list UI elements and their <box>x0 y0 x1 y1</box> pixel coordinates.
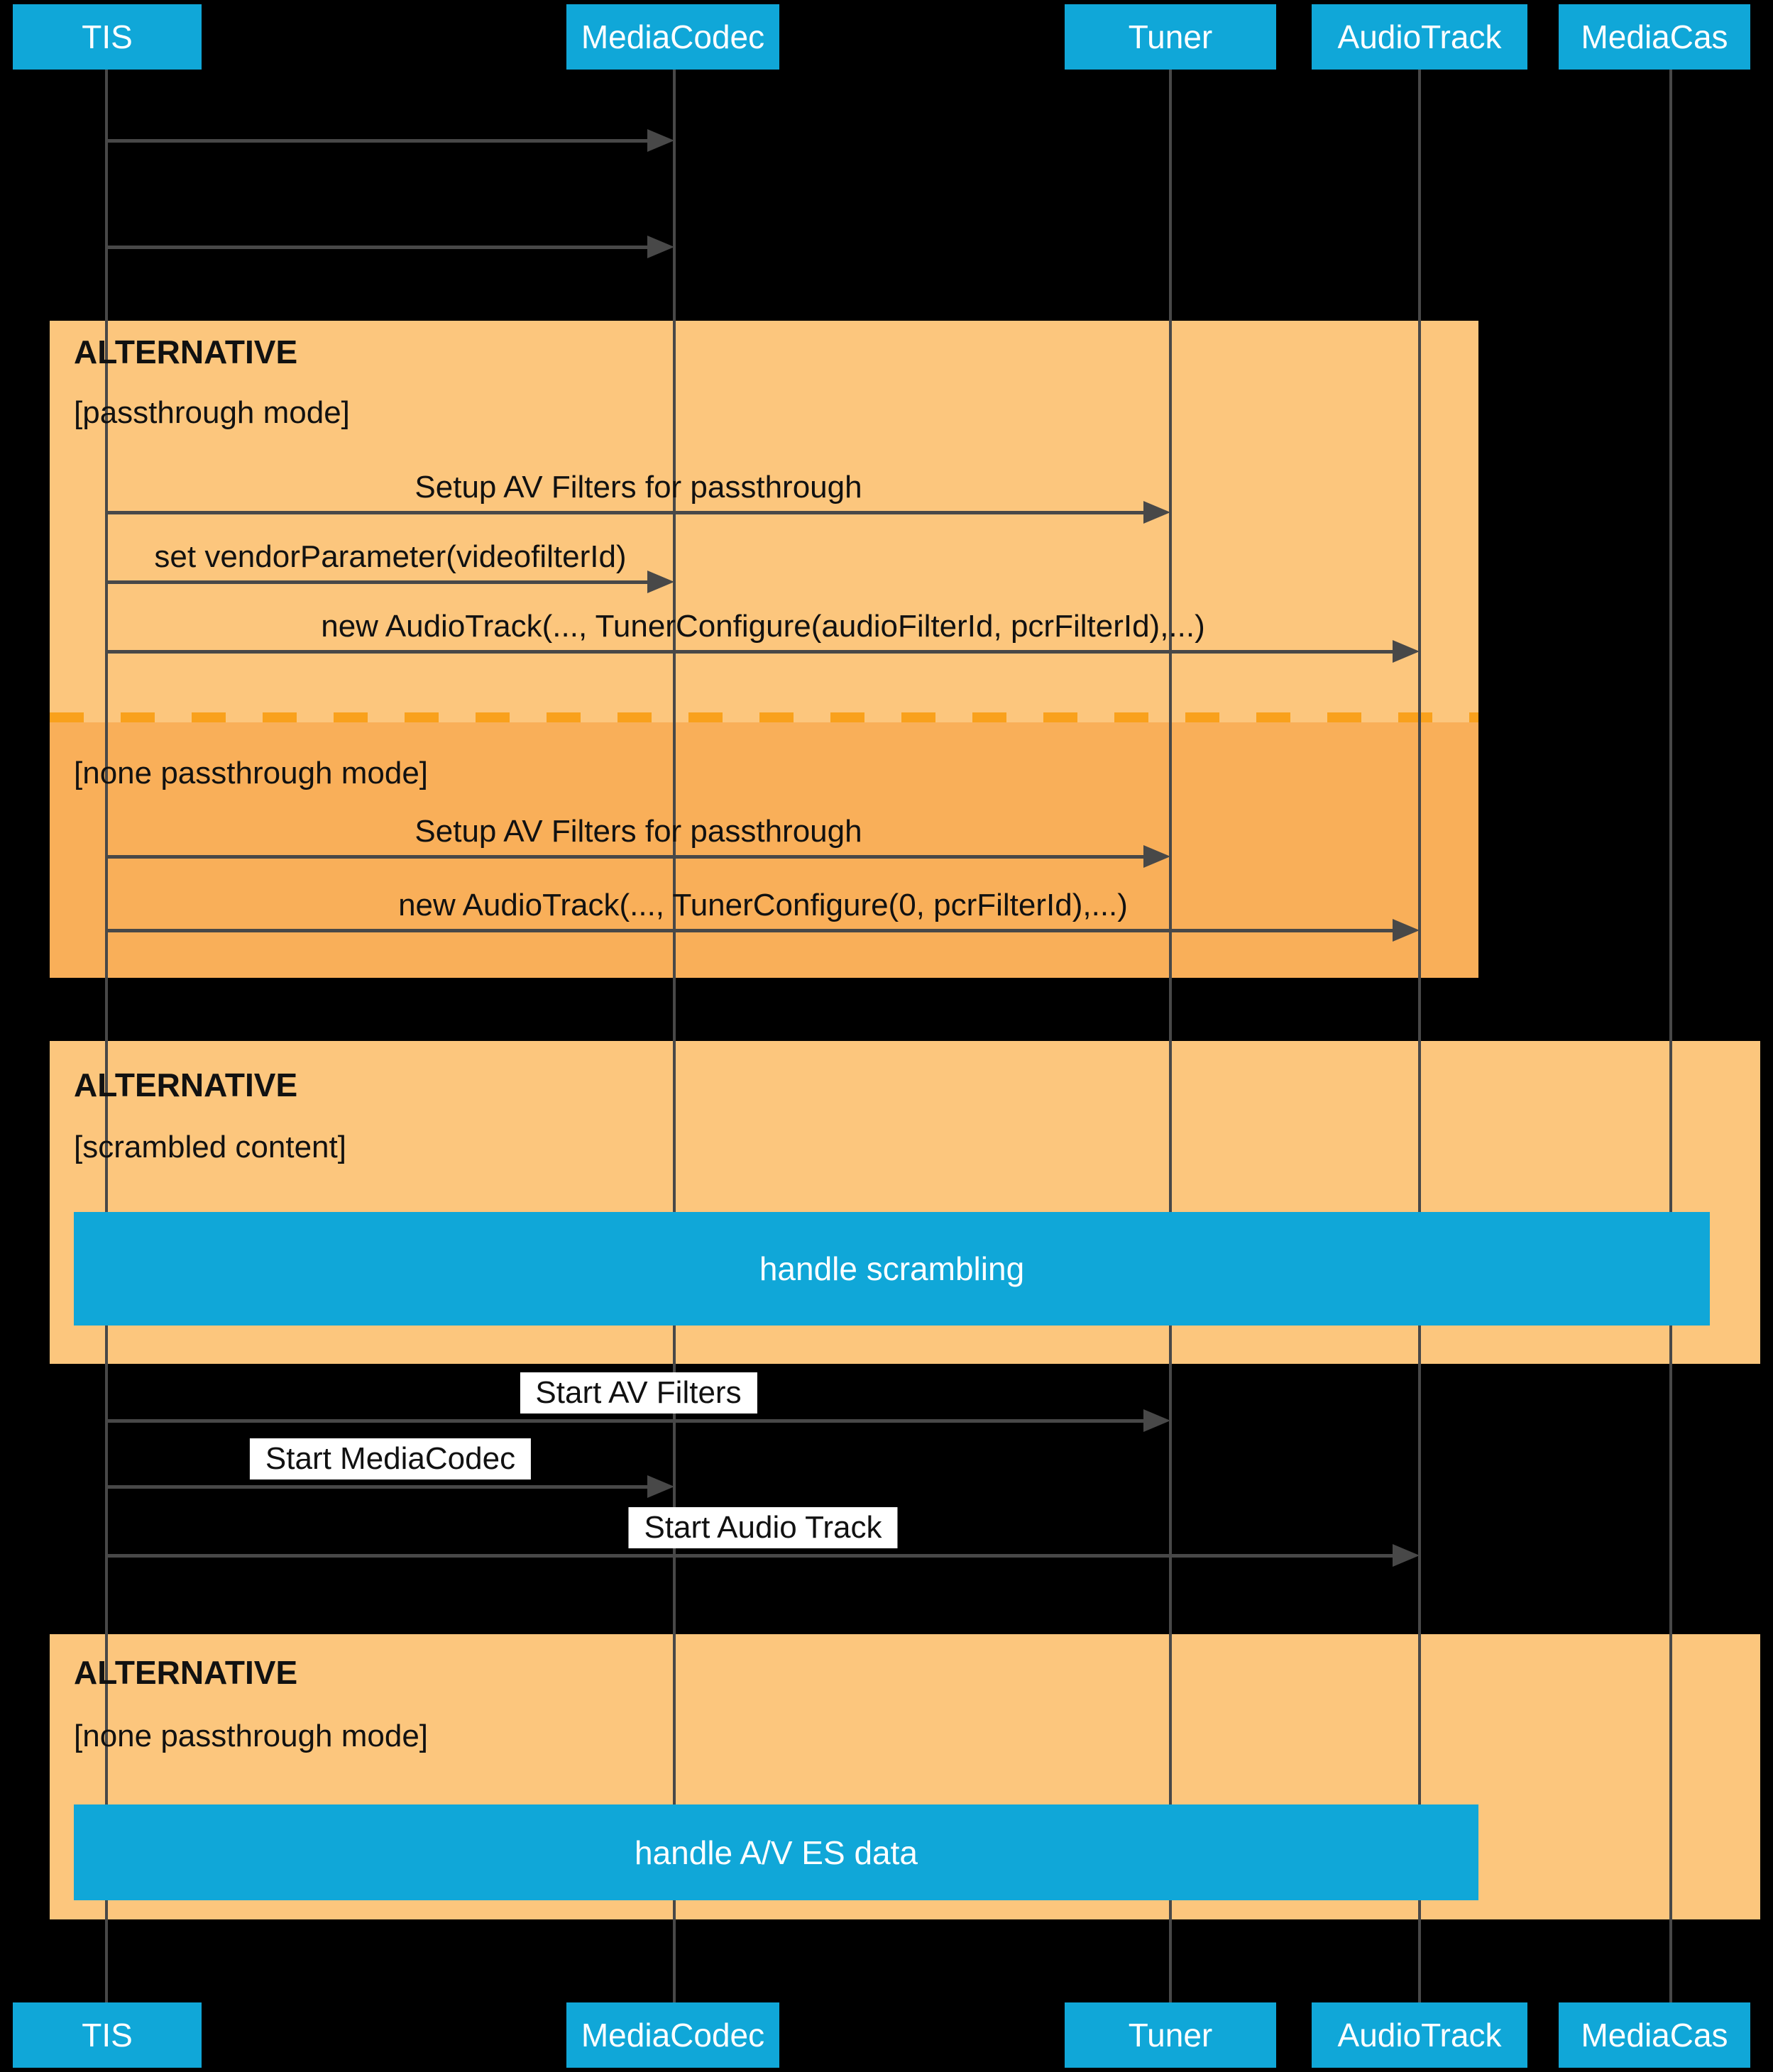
message-label: Setup AV Filters for passthrough <box>415 814 862 849</box>
message-label: new AudioTrack(..., TunerConfigure(0, pc… <box>398 888 1128 922</box>
participant-box-mediacas-bottom: MediaCas <box>1559 2002 1750 2068</box>
arrow-line <box>106 855 1149 859</box>
alt-frame-passthrough <box>50 321 1478 978</box>
arrow-line <box>106 246 653 249</box>
frame-title: ALTERNATIVE <box>74 1654 298 1691</box>
frame-title: ALTERNATIVE <box>74 334 298 370</box>
lifeline-tis <box>105 70 108 2002</box>
alt-frame-lower-section <box>50 722 1478 978</box>
frame-title: ALTERNATIVE <box>74 1067 298 1103</box>
arrowhead-icon <box>1143 501 1170 524</box>
participant-box-audiotrack-bottom: AudioTrack <box>1312 2002 1527 2068</box>
arrowhead-icon <box>647 129 674 152</box>
arrowhead-icon <box>1393 919 1420 942</box>
arrow-line <box>106 650 1398 654</box>
lifeline-audiotrack <box>1418 70 1421 2002</box>
arrowhead-icon <box>647 236 674 258</box>
participant-box-audiotrack: AudioTrack <box>1312 4 1527 70</box>
arrow-line <box>106 1485 653 1489</box>
message-label: set vendorParameter(videofilterId) <box>154 539 627 574</box>
participant-box-tis-bottom: TIS <box>13 2002 202 2068</box>
lifeline-mediacodec <box>673 70 676 2002</box>
arrowhead-icon <box>647 1475 674 1498</box>
arrow-line <box>106 1554 1398 1558</box>
participant-box-tuner-bottom: Tuner <box>1065 2002 1276 2068</box>
participant-box-mediacodec-bottom: MediaCodec <box>566 2002 779 2068</box>
frame-guard: [scrambled content] <box>74 1130 346 1164</box>
frame-guard: [passthrough mode] <box>74 395 350 430</box>
activity-bar-handle-scrambling: handle scrambling <box>74 1212 1710 1326</box>
activity-bar-handle-av-es-data: handle A/V ES data <box>74 1804 1478 1900</box>
arrow-line <box>106 580 653 584</box>
alt-frame-divider <box>50 712 1478 722</box>
participant-box-tis: TIS <box>13 4 202 70</box>
arrowhead-icon <box>647 571 674 593</box>
arrow-line <box>106 1419 1149 1423</box>
message-label: Start MediaCodec <box>249 1438 532 1479</box>
message-label: Start AV Filters <box>520 1372 757 1414</box>
lifeline-tuner <box>1169 70 1172 2002</box>
participant-box-mediacas: MediaCas <box>1559 4 1750 70</box>
arrow-line <box>106 139 653 143</box>
message-label: Start Audio Track <box>628 1507 898 1548</box>
arrowhead-icon <box>1393 640 1420 663</box>
arrow-line <box>106 511 1149 514</box>
frame-guard: [none passthrough mode] <box>74 756 429 790</box>
lifeline-mediacas <box>1669 70 1672 2002</box>
arrowhead-icon <box>1393 1544 1420 1567</box>
frame-guard: [none passthrough mode] <box>74 1719 429 1753</box>
participant-box-tuner: Tuner <box>1065 4 1276 70</box>
arrowhead-icon <box>1143 845 1170 868</box>
message-label: new AudioTrack(..., TunerConfigure(audio… <box>321 609 1205 644</box>
participant-box-mediacodec: MediaCodec <box>566 4 779 70</box>
arrow-line <box>106 929 1398 932</box>
message-label: Setup AV Filters for passthrough <box>415 470 862 505</box>
arrowhead-icon <box>1143 1409 1170 1432</box>
